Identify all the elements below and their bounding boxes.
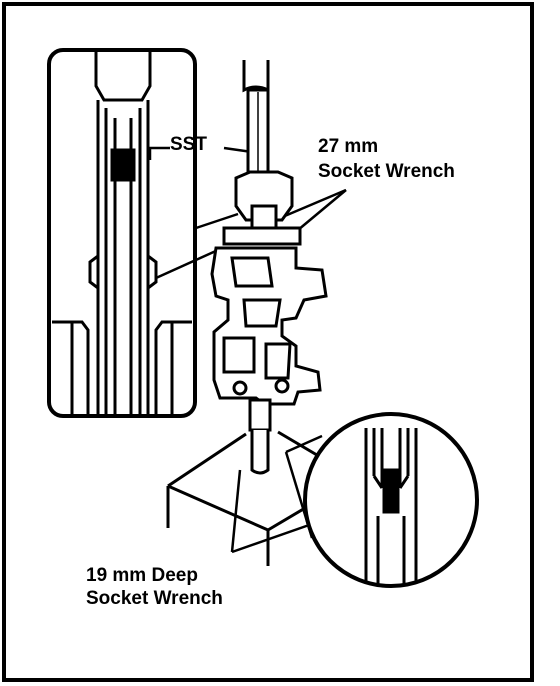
label-27mm-line1: 27 mm [318,136,379,157]
housing-body [210,246,328,406]
inset-detail-sst [47,48,197,418]
label-sst: SST [170,134,207,155]
lower-shaft [248,398,272,475]
magnifier-detail-19mm [303,412,479,588]
label-19mm-line1: 19 mm Deep [86,565,198,586]
outer-border [2,2,534,682]
label-19mm-line2: Socket Wrench [86,588,223,609]
label-27mm-line2: Socket Wrench [318,161,455,182]
support-block [166,430,323,566]
socket-27mm [222,170,302,246]
